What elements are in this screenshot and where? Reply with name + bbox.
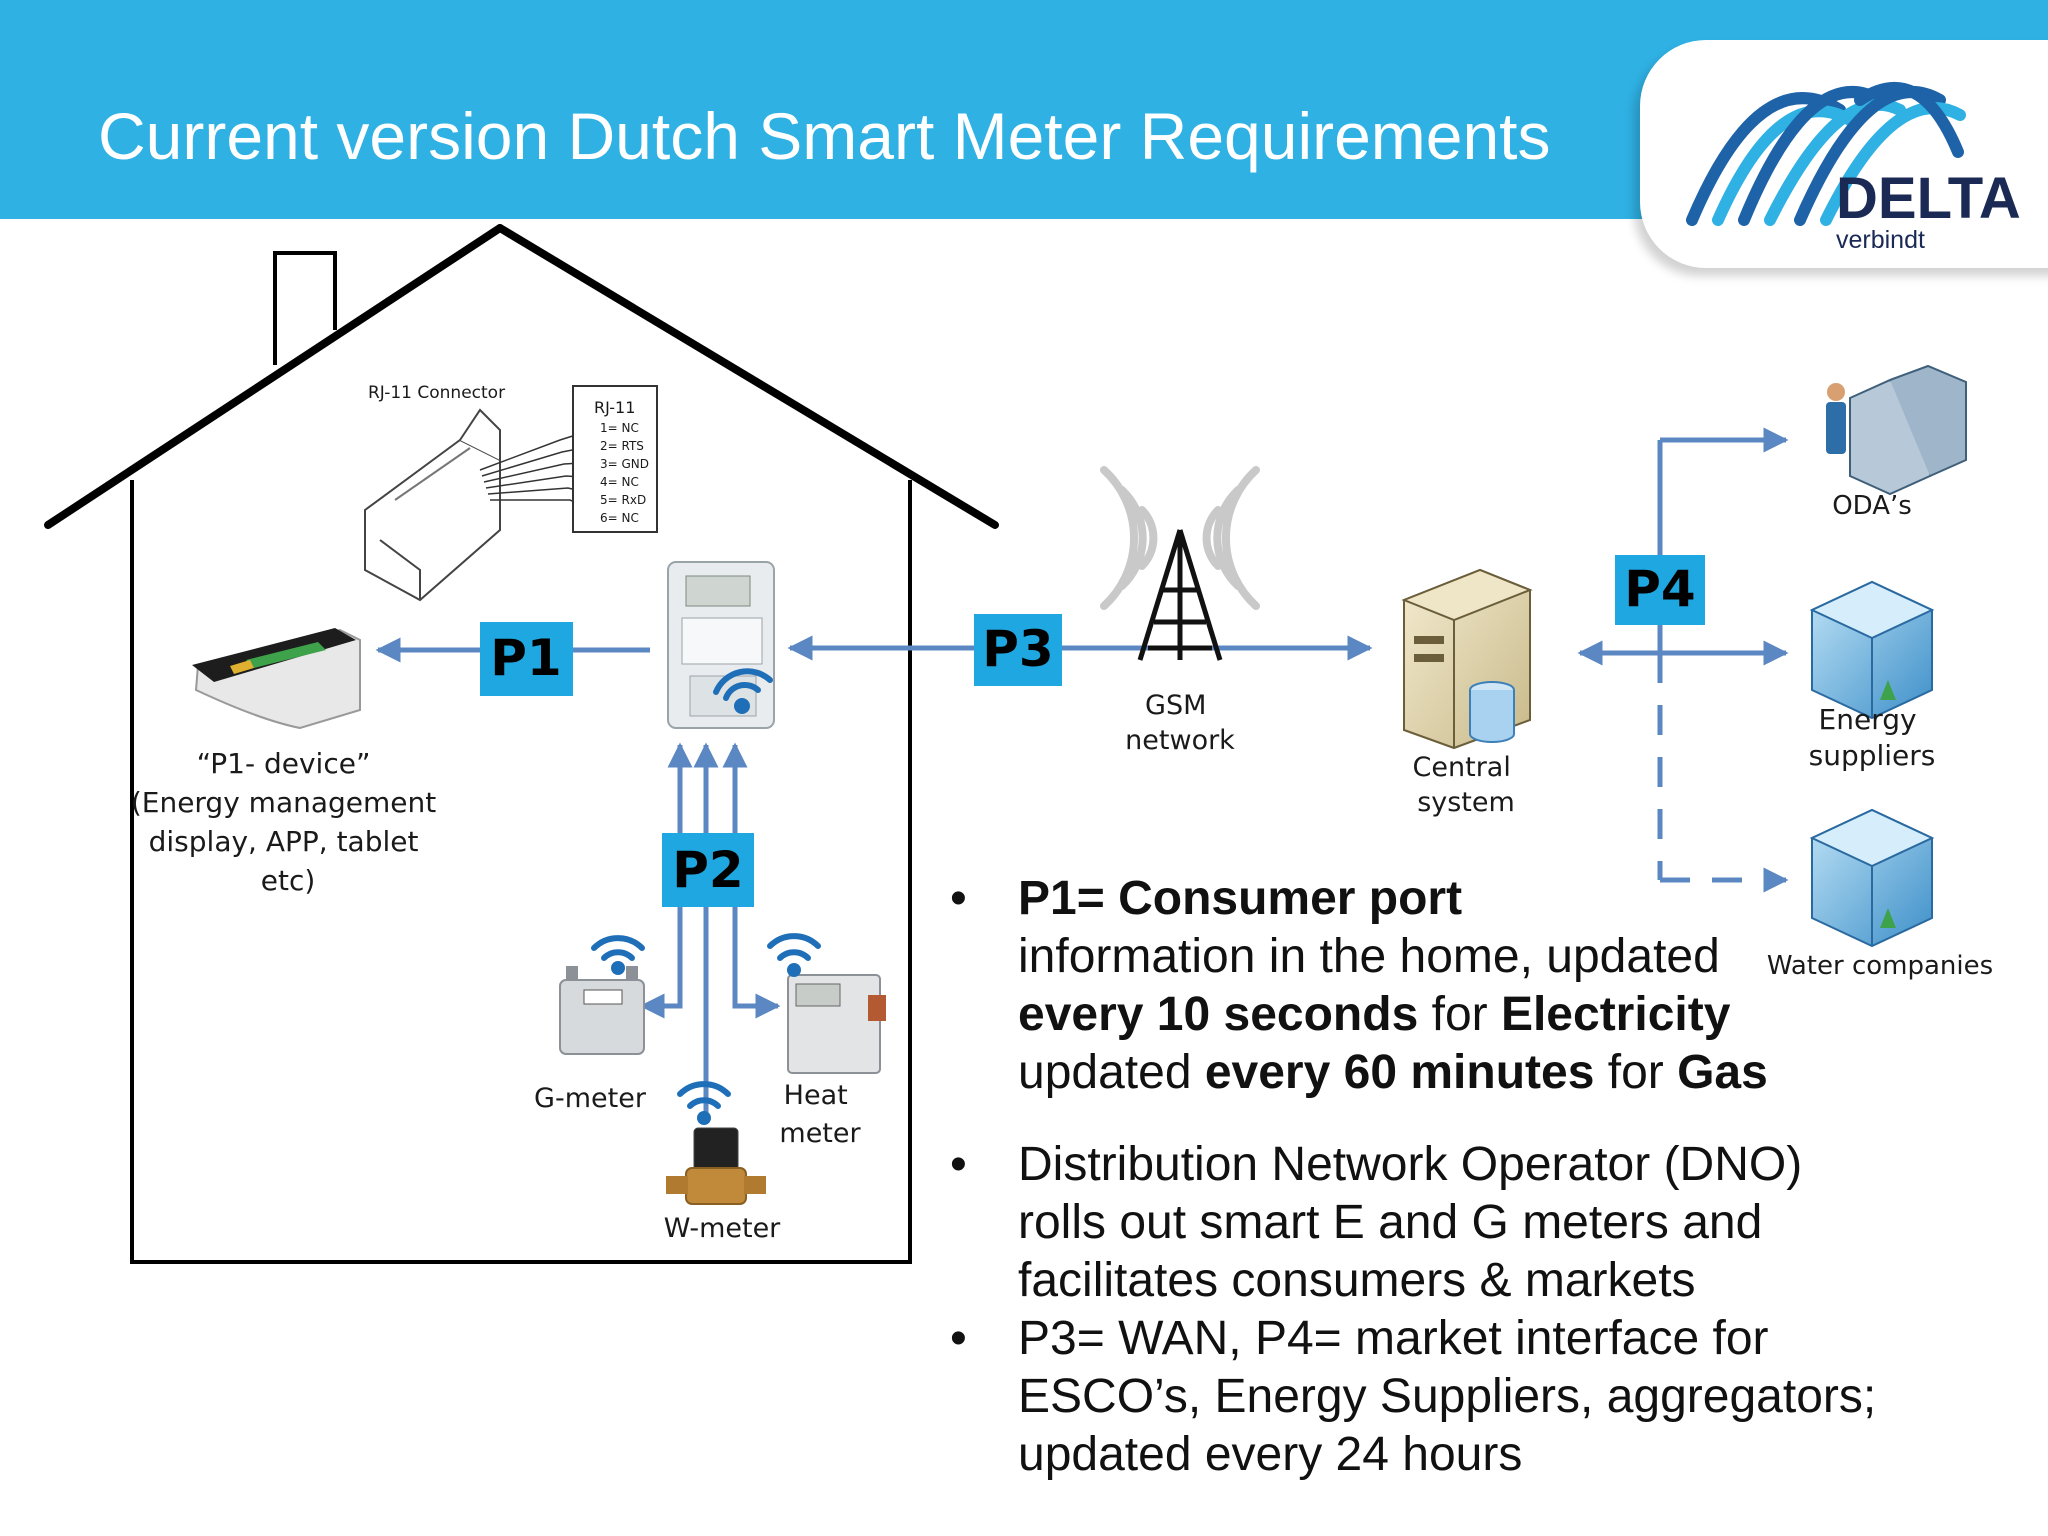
bullet-wan-market: • P3= WAN, P4= market interface for ESCO… bbox=[950, 1310, 2030, 1484]
wifi-icon bbox=[591, 935, 645, 975]
delta-logo: DELTA verbindt bbox=[1686, 81, 2021, 254]
rj11-connector-label: RJ-11 Connector bbox=[368, 383, 505, 403]
rj11-pin-5: 5= RxD bbox=[600, 493, 646, 507]
bullet-2-line-3: facilitates consumers & markets bbox=[1018, 1254, 1696, 1307]
gsm-line-2: network bbox=[1125, 725, 1235, 756]
page-title: Current version Dutch Smart Meter Requir… bbox=[98, 99, 1551, 173]
wifi-icon bbox=[767, 933, 821, 977]
port-p2-tag: P2 bbox=[662, 833, 754, 907]
port-p3-tag: P3 bbox=[974, 614, 1062, 686]
heat-meter-line-2: meter bbox=[779, 1118, 861, 1149]
gsm-network-label: GSM network bbox=[1125, 690, 1235, 756]
smart-meter-icon bbox=[667, 561, 775, 729]
building-icon bbox=[1809, 580, 1935, 720]
bullet-2-line-2: rolls out smart E and G meters and bbox=[1018, 1196, 1763, 1249]
bullet-consumer-port: • P1= Consumer port information in the h… bbox=[950, 870, 2030, 1102]
logo-card: DELTA verbindt bbox=[1640, 40, 2048, 268]
logo-wordmark: DELTA bbox=[1836, 166, 2021, 231]
energy-line-2: suppliers bbox=[1809, 739, 1936, 772]
p1-device-line-2: (Energy management bbox=[131, 786, 436, 819]
p1-device-line-4: etc) bbox=[261, 864, 316, 897]
bullet-3-line-2: ESCO’s, Energy Suppliers, aggregators; bbox=[1018, 1370, 1877, 1423]
gsm-line-1: GSM bbox=[1145, 690, 1206, 721]
wifi-icon bbox=[713, 668, 773, 714]
rj11-box-title: RJ-11 bbox=[594, 398, 635, 417]
gsm-tower-icon bbox=[1100, 466, 1260, 661]
rj11-pin-2: 2= RTS bbox=[600, 439, 644, 453]
wifi-icon bbox=[677, 1081, 731, 1125]
water-meter-label: W-meter bbox=[664, 1213, 781, 1244]
bullet-1-line-2: information in the home, updated bbox=[1018, 930, 1720, 983]
central-line-1: Central bbox=[1413, 752, 1511, 783]
heat-meter-line-1: Heat bbox=[784, 1080, 848, 1111]
bullet-1-electricity: Electricity bbox=[1500, 988, 1731, 1041]
rj11-plug-icon bbox=[364, 408, 501, 602]
house-outline bbox=[44, 224, 999, 1264]
building-icon bbox=[1809, 808, 1935, 948]
bullet-1-heading: P1= Consumer port bbox=[1018, 872, 1463, 925]
bullet-1-for-2: for bbox=[1594, 1046, 1678, 1099]
p1-display-icon bbox=[192, 628, 361, 730]
bullet-2-line-1: Distribution Network Operator (DNO) bbox=[1018, 1138, 1803, 1191]
odas-label: ODA’s bbox=[1832, 491, 1912, 521]
water-meter-icon bbox=[666, 1127, 766, 1205]
logo-tagline: verbindt bbox=[1836, 226, 1925, 254]
heat-meter-icon bbox=[787, 974, 886, 1074]
bullet-3-line-1: P3= WAN, P4= market interface for bbox=[1018, 1312, 1769, 1365]
rj11-pinout-box bbox=[572, 385, 658, 533]
energy-line-1: Energy bbox=[1819, 703, 1917, 736]
central-system-label: Central system bbox=[1413, 752, 1520, 818]
port-p2-label: P2 bbox=[672, 841, 743, 899]
p1-device-line-3: display, APP, tablet bbox=[149, 825, 419, 858]
energy-suppliers-label: Energy suppliers bbox=[1809, 703, 1936, 772]
p1-device-caption: “P1- device” (Energy management display,… bbox=[131, 747, 445, 897]
bullet-dot: • bbox=[950, 1138, 967, 1191]
heat-meter-label: Heat meter bbox=[779, 1080, 861, 1149]
rj11-pin-3: 3= GND bbox=[600, 457, 649, 471]
bullet-1-interval-electricity: every 10 seconds bbox=[1018, 988, 1419, 1041]
requirements-list: • P1= Consumer port information in the h… bbox=[950, 870, 2030, 1484]
p1-device-line-1: “P1- device” bbox=[197, 747, 371, 780]
server-icon bbox=[1401, 568, 1533, 750]
bullet-1-line-4: updated every 60 minutes for Gas bbox=[1018, 1044, 2030, 1102]
bullet-1-for-1: for bbox=[1418, 988, 1501, 1041]
port-p1-label: P1 bbox=[490, 629, 561, 687]
bullet-1-interval-gas: every 60 minutes bbox=[1204, 1046, 1595, 1099]
bullet-1-updated: updated bbox=[1018, 1046, 1205, 1099]
gas-meter-label: G-meter bbox=[534, 1083, 647, 1114]
connection-arrows bbox=[375, 427, 1789, 1120]
gas-meter-icon bbox=[559, 966, 645, 1055]
port-p1-tag: P1 bbox=[480, 622, 573, 696]
bullet-1-line-3: every 10 seconds for Electricity bbox=[1018, 986, 2030, 1044]
port-p4-label: P4 bbox=[1624, 560, 1695, 618]
bullet-3-line-3: updated every 24 hours bbox=[1018, 1428, 1523, 1481]
bullet-dot: • bbox=[950, 1312, 967, 1365]
port-p3-label: P3 bbox=[982, 620, 1053, 678]
spacer bbox=[950, 1102, 2030, 1136]
water-companies-label: Water companies bbox=[1767, 951, 1993, 981]
bullet-dot: • bbox=[950, 872, 967, 925]
central-line-2: system bbox=[1417, 787, 1515, 818]
bullet-1-gas: Gas bbox=[1677, 1046, 1768, 1099]
rj11-pin-1: 1= NC bbox=[600, 421, 639, 435]
rj11-pin-6: 6= NC bbox=[600, 511, 639, 525]
bullet-dno: • Distribution Network Operator (DNO) ro… bbox=[950, 1136, 2030, 1310]
rj11-connector: RJ-11 Connector RJ-11 1= NC 2= RTS 3= GN… bbox=[364, 383, 658, 602]
oda-server-icon bbox=[1826, 364, 1967, 496]
rj11-pin-4: 4= NC bbox=[600, 475, 639, 489]
port-p4-tag: P4 bbox=[1615, 555, 1705, 625]
